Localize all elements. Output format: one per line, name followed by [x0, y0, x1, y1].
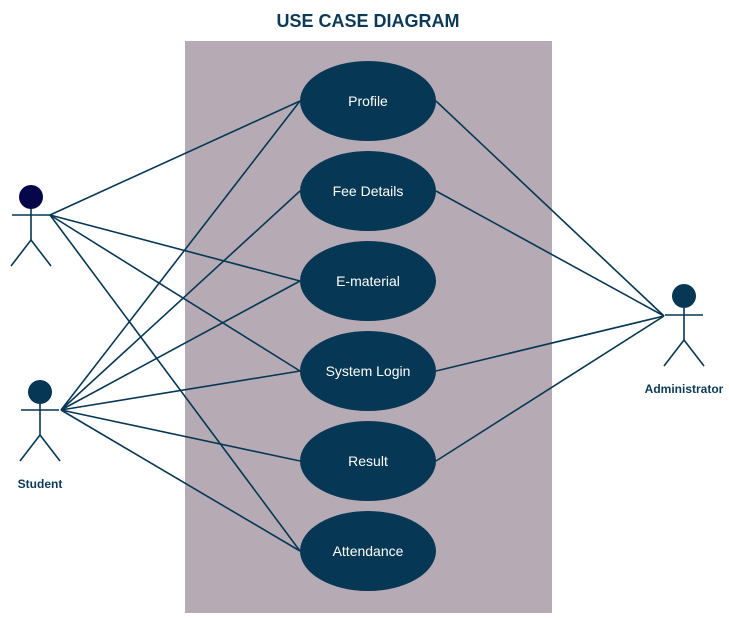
- association-line: [60, 100, 301, 411]
- stick-figure-icon: [10, 209, 52, 267]
- use-case-result-label: Result: [348, 453, 388, 469]
- use-case-fee-details-label: Fee Details: [333, 183, 404, 199]
- use-case-profile-label: Profile: [348, 93, 388, 109]
- use-case-fee-details[interactable]: Fee Details: [300, 151, 436, 231]
- use-case-attendance-label: Attendance: [333, 543, 404, 559]
- actor-administrator[interactable]: Administrator: [645, 284, 724, 396]
- use-case-fee-details-ellipse: [300, 151, 436, 231]
- actor-unnamed[interactable]: [10, 185, 52, 267]
- use-case-result[interactable]: Result: [300, 421, 436, 501]
- association-line: [49, 214, 301, 372]
- actor-student[interactable]: Student: [18, 380, 63, 491]
- use-case-result-ellipse: [300, 421, 436, 501]
- actor-head-icon: [672, 284, 696, 308]
- association-line: [435, 190, 665, 317]
- stick-figure-icon: [663, 308, 705, 367]
- association-line: [49, 214, 301, 282]
- stick-figure-icon: [19, 404, 61, 462]
- use-case-e-material[interactable]: E-material: [300, 241, 436, 321]
- actor-administrator-label: Administrator: [645, 382, 724, 396]
- use-case-system-login[interactable]: System Login: [300, 331, 436, 411]
- use-case-profile-ellipse: [300, 61, 436, 141]
- use-case-attendance-ellipse: [300, 511, 436, 591]
- use-case-profile[interactable]: Profile: [300, 61, 436, 141]
- association-line: [60, 409, 301, 552]
- use-case-e-material-label: E-material: [336, 273, 400, 289]
- use-case-attendance[interactable]: Attendance: [300, 511, 436, 591]
- association-line: [60, 370, 301, 411]
- association-line: [60, 190, 301, 411]
- association-lines: [49, 100, 665, 552]
- association-line: [49, 214, 301, 552]
- diagram-title: USE CASE DIAGRAM: [276, 11, 459, 31]
- association-line: [49, 100, 301, 216]
- association-line: [60, 280, 301, 411]
- actor-head-icon: [19, 185, 43, 209]
- use-case-system-login-label: System Login: [326, 363, 411, 379]
- actor-head-icon: [28, 380, 52, 404]
- association-line: [435, 315, 665, 372]
- use-case-system-login-ellipse: [300, 331, 436, 411]
- association-line: [435, 315, 665, 462]
- association-line: [60, 409, 301, 462]
- use-case-e-material-ellipse: [300, 241, 436, 321]
- actor-student-label: Student: [18, 477, 63, 491]
- association-line: [435, 100, 665, 317]
